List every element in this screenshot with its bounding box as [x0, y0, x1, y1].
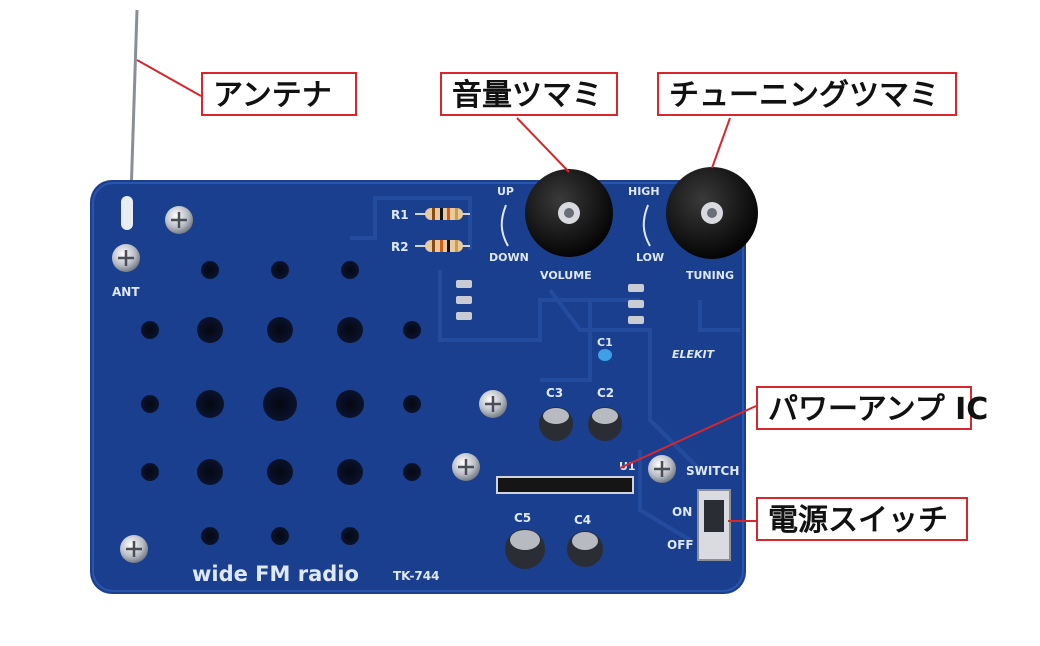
leader-lines: [136, 59, 757, 522]
slide-switch-icon: [697, 489, 731, 561]
screw-icon: [648, 455, 676, 483]
label-on: ON: [672, 505, 692, 519]
label-ant: ANT: [112, 285, 140, 299]
label-c4: C4: [574, 513, 591, 527]
label-r2: R2: [391, 240, 409, 254]
label-high: HIGH: [628, 185, 660, 198]
resistor-icon: [415, 208, 470, 220]
capacitor-icon: [567, 531, 603, 567]
antenna-slot: [121, 196, 133, 230]
callout-power-amp-ic: パワーアンプ IC: [756, 386, 988, 430]
model-number: TK-744: [393, 569, 439, 583]
speaker-holes: [141, 261, 421, 545]
screw-icon: [479, 390, 507, 418]
capacitor-icon: [598, 349, 612, 361]
label-volume: VOLUME: [540, 269, 592, 282]
amp-ic-chip: [496, 476, 634, 494]
brand-logo: ELEKIT: [672, 348, 716, 361]
screw-icon: [165, 206, 193, 234]
callout-power-switch: 電源スイッチ: [756, 497, 968, 541]
volume-knob-icon: [525, 169, 613, 257]
capacitor-icon: [505, 529, 545, 569]
screw-icon: [452, 453, 480, 481]
label-up: UP: [497, 185, 514, 198]
solder-pads: [456, 280, 644, 324]
label-tuning: TUNING: [686, 269, 734, 282]
label-c2: C2: [597, 386, 614, 400]
callout-antenna: アンテナ: [201, 72, 357, 116]
callout-volume-knob: 音量ツマミ: [440, 72, 618, 116]
label-low: LOW: [636, 251, 664, 264]
label-c3: C3: [546, 386, 563, 400]
label-c1: C1: [597, 336, 613, 349]
product-name: wide FM radio: [192, 562, 359, 586]
screw-icon: [112, 244, 140, 272]
callout-tuning-knob: チューニングツマミ: [657, 72, 957, 116]
antenna-wire: [129, 9, 139, 197]
high-low-arrow-icon: [642, 204, 651, 247]
label-down: DOWN: [489, 251, 529, 264]
label-switch: SWITCH: [686, 464, 739, 478]
up-down-arrow-icon: [500, 204, 509, 247]
label-r1: R1: [391, 208, 409, 222]
capacitor-icon: [588, 407, 622, 441]
screw-icon: [120, 535, 148, 563]
tuning-knob-icon: [666, 167, 758, 259]
capacitor-icon: [539, 407, 573, 441]
label-c5: C5: [514, 511, 531, 525]
pcb-traces: [350, 196, 740, 542]
resistor-icon: [415, 240, 470, 252]
label-off: OFF: [667, 538, 694, 552]
